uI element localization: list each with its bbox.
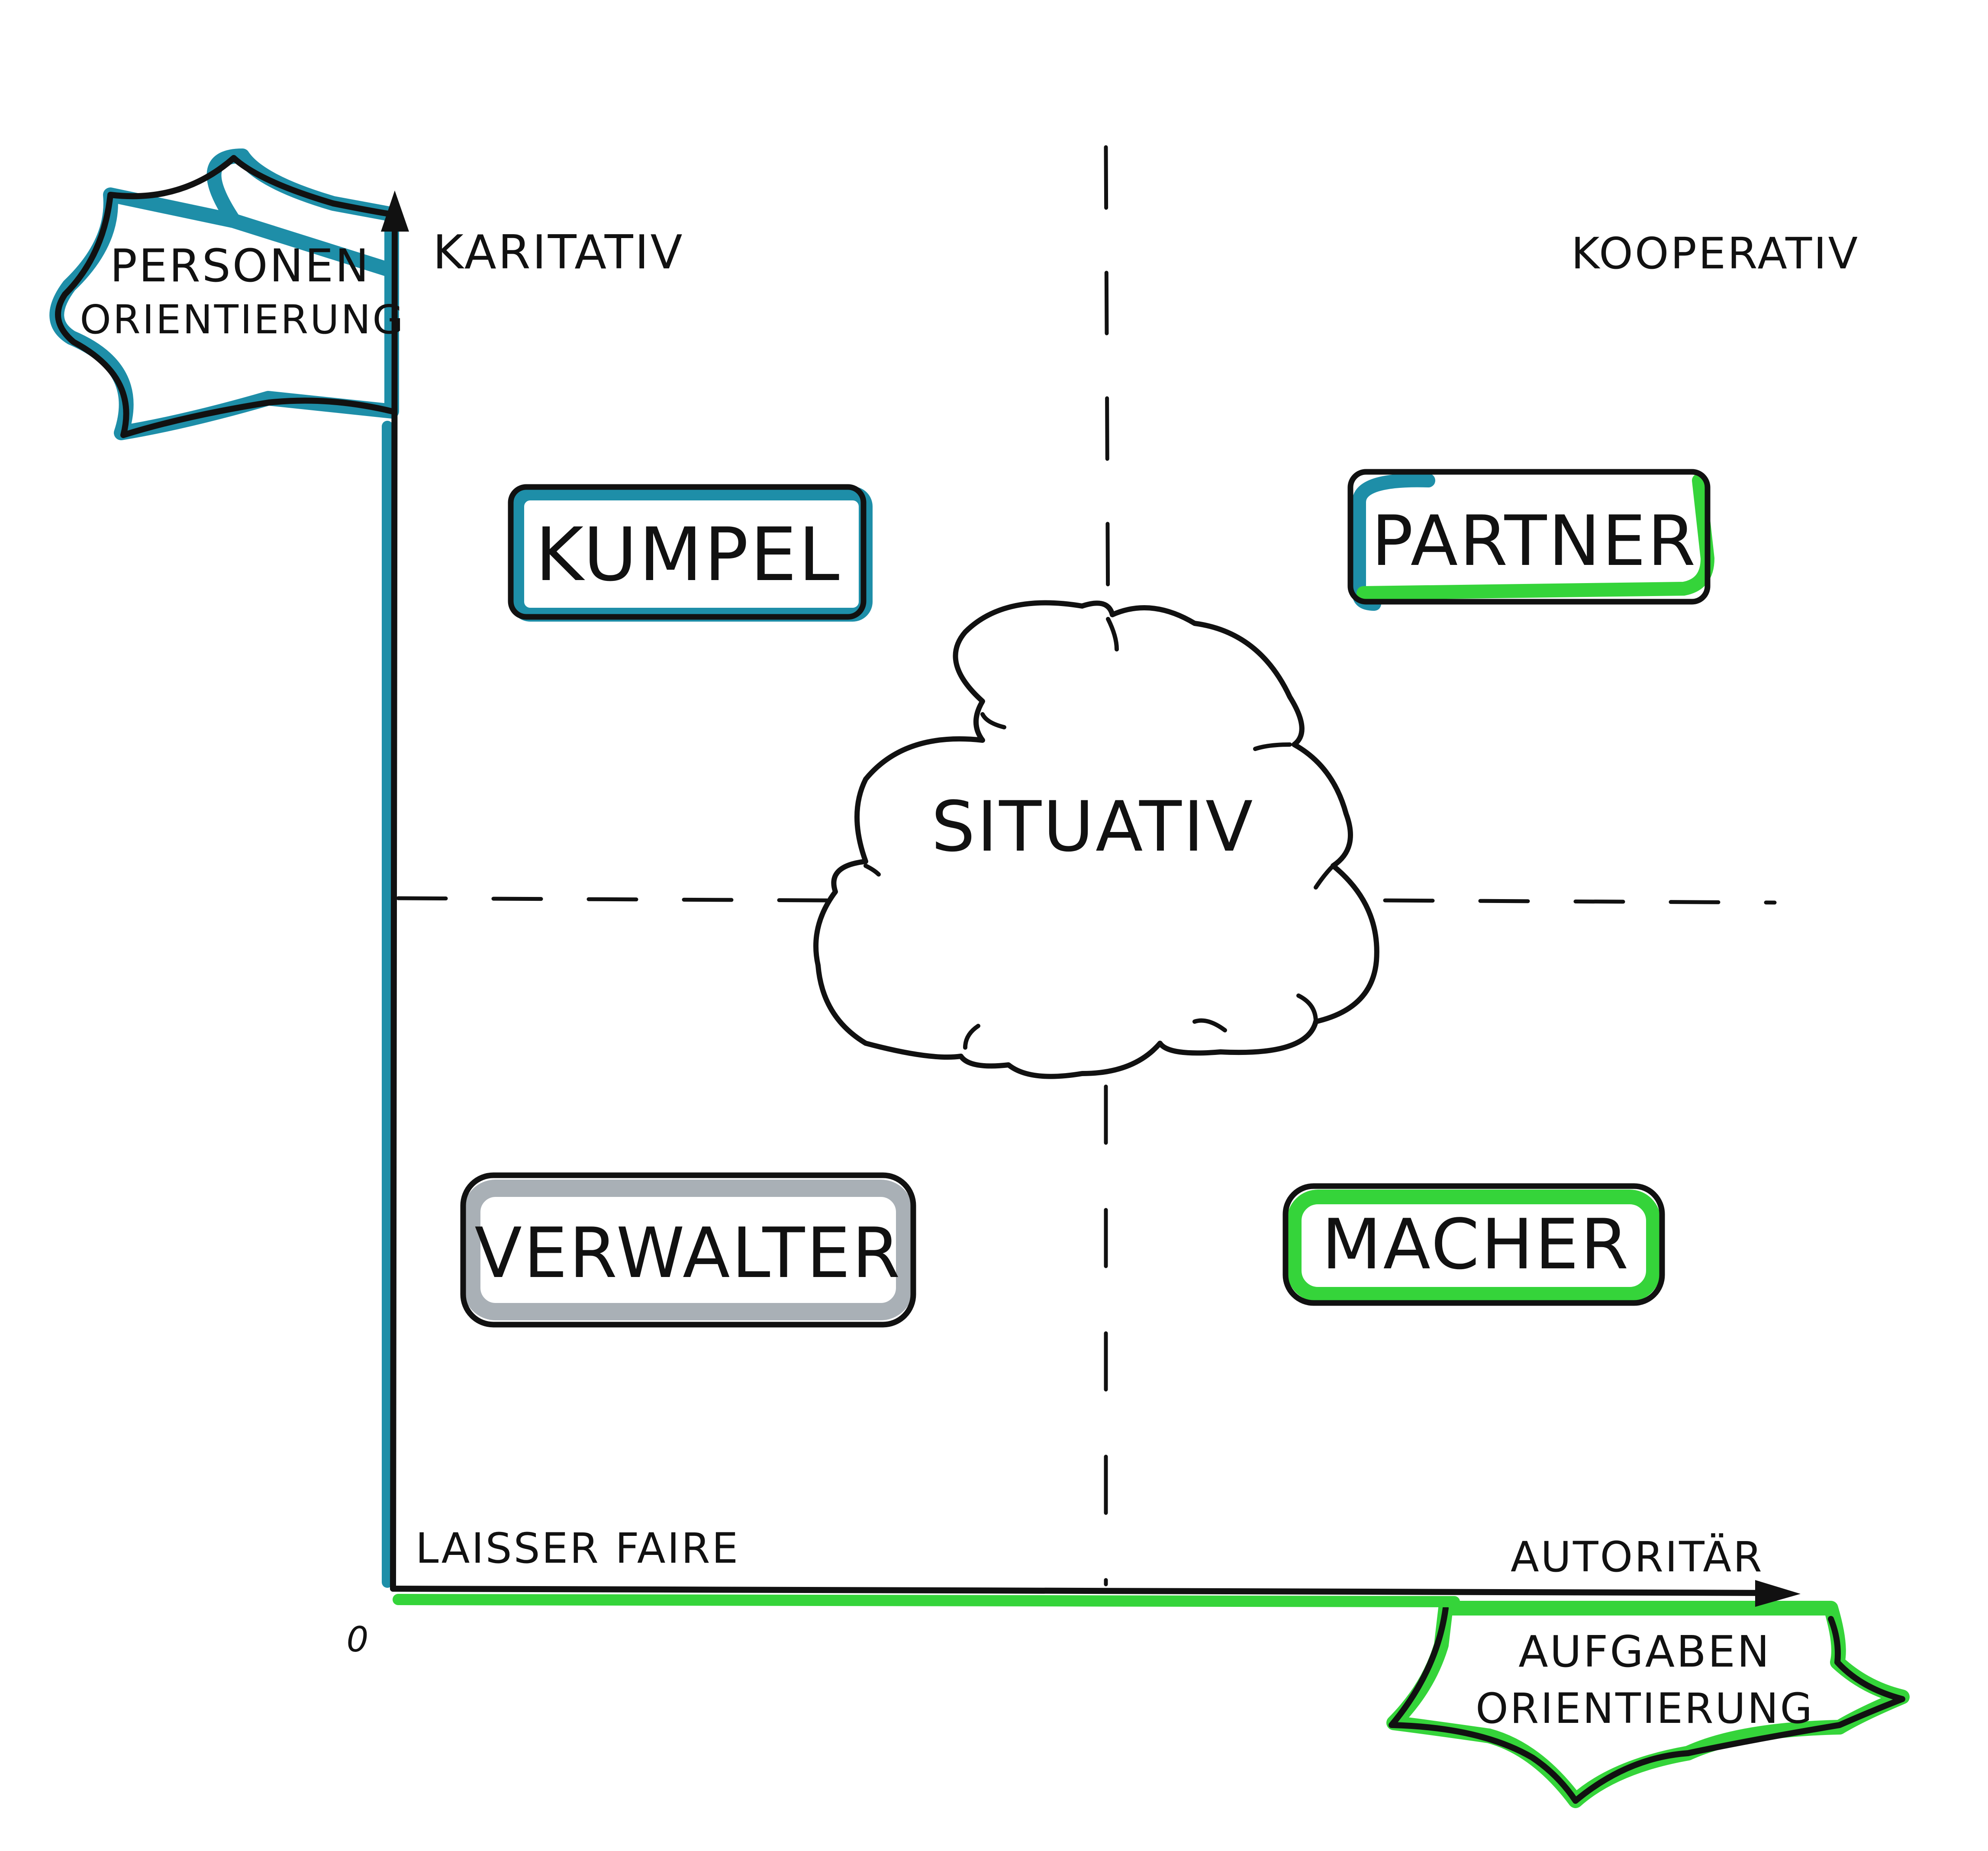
quadrant-box-accent — [1287, 1190, 1661, 1302]
corner-labels: KARITATIV KOOPERATIV LAISSER FAIRE AUTOR… — [416, 226, 1859, 1581]
horizontal-divider-right — [1383, 898, 1777, 905]
quadrant-box-outline — [508, 484, 867, 620]
axes: 0 — [347, 190, 1801, 1660]
corner-label-bottom-right: AUTORITÄR — [1511, 1533, 1764, 1581]
quadrant-label-macher: MACHER — [1322, 1204, 1630, 1285]
dividers — [396, 145, 1777, 1587]
quadrant-verwalter: VERWALTER — [460, 1172, 916, 1328]
y-axis-badge: PERSONEN ORIENTIERUNG — [49, 148, 405, 440]
y-axis-badge-outline — [55, 155, 395, 438]
quadrant-box-accent — [463, 1180, 913, 1320]
y-axis-label-line2: ORIENTIERUNG — [80, 297, 405, 343]
x-axis-badge: AUFGABEN ORIENTIERUNG — [1386, 1601, 1910, 1808]
horizontal-divider-left — [396, 896, 829, 903]
quadrant-partner: PARTNER — [1347, 469, 1715, 611]
x-axis-accent — [393, 1594, 1460, 1607]
quadrant-box-outline — [460, 1172, 916, 1328]
y-axis-label-line1: PERSONEN — [110, 239, 371, 292]
origin-label: 0 — [347, 1619, 371, 1660]
quadrant-label-partner: PARTNER — [1372, 500, 1698, 581]
quadrant-label-verwalter: VERWALTER — [474, 1213, 902, 1293]
corner-label-top-left: KARITATIV — [433, 226, 684, 280]
corner-label-bottom-left: LAISSER FAIRE — [416, 1524, 740, 1573]
cloud-detail-strokes — [864, 617, 1335, 1050]
center-label: SITUATIV — [931, 786, 1255, 867]
quadrant-label-kumpel: KUMPEL — [535, 512, 841, 598]
cloud-shape — [813, 600, 1379, 1079]
center-cloud: SITUATIV — [813, 600, 1379, 1079]
x-axis-line — [390, 1586, 1786, 1596]
vertical-divider-upper — [1104, 145, 1110, 626]
y-axis-line — [390, 213, 398, 1592]
y-axis-arrowhead — [381, 190, 409, 232]
x-axis-badge-outline — [1389, 1605, 1905, 1804]
quadrant-box-outline — [1282, 1183, 1665, 1306]
quadrant-macher: MACHER — [1282, 1183, 1665, 1306]
quadrant-box-outline — [1347, 469, 1711, 605]
corner-label-top-right: KOOPERATIV — [1571, 228, 1859, 279]
quadrant-kumpel: KUMPEL — [508, 484, 873, 622]
x-axis-label-line2: ORIENTIERUNG — [1476, 1684, 1814, 1733]
x-axis-label-line1: AUFGABEN — [1518, 1626, 1771, 1677]
x-axis-arrowhead — [1755, 1580, 1801, 1607]
